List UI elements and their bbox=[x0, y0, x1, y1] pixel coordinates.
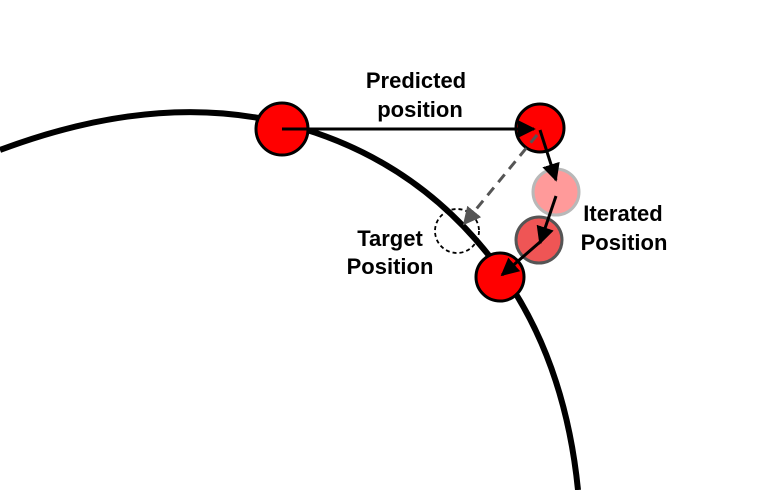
iterated-label-line1: Iterated bbox=[583, 201, 662, 226]
iteration-arrow-2 bbox=[536, 195, 558, 245]
orbit-arc bbox=[0, 109, 581, 490]
predicted-label-line2: position bbox=[377, 97, 463, 122]
iteration-arrow-1 bbox=[538, 129, 560, 182]
iteration-arrow-3 bbox=[500, 240, 541, 277]
target-dashed-arrow bbox=[462, 134, 539, 226]
iterated-label-line2: Position bbox=[581, 230, 668, 255]
target-label-line2: Position bbox=[347, 254, 434, 279]
target-circle bbox=[434, 208, 480, 254]
target-label-line1: Target bbox=[357, 226, 423, 251]
predicted-label-line1: Predicted bbox=[366, 68, 466, 93]
